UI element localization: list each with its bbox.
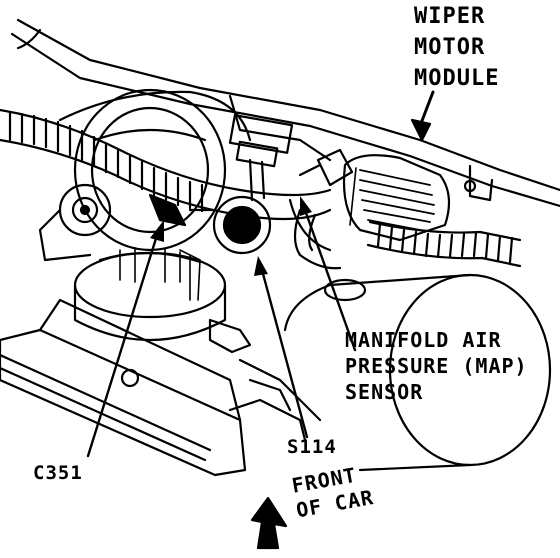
arrow-map (300, 196, 312, 216)
c351-label: C351 (33, 462, 83, 484)
center-connectors (148, 114, 294, 255)
air-cleaner (283, 273, 552, 472)
firewall (58, 90, 332, 162)
wiper-pointer-arrow (410, 90, 435, 142)
wiring-harness-right (293, 208, 522, 270)
front-arrow-icon (250, 496, 288, 550)
wiring-harness-top (0, 108, 332, 221)
arrowheads (150, 196, 312, 276)
leader-map (303, 208, 357, 352)
leader-s114 (260, 268, 309, 439)
leader-lines (86, 208, 357, 458)
map-sensor-body (288, 148, 354, 252)
arrow-c351 (150, 220, 164, 242)
master-cylinder (38, 183, 112, 262)
arrow-s114 (254, 256, 268, 276)
s114-label: S114 (287, 436, 337, 458)
wiper-motor-module-label: WIPER MOTOR MODULE (414, 4, 500, 91)
valve-cover (0, 298, 247, 477)
map-sensor-label: MANIFOLD AIR PRESSURE (MAP) SENSOR (345, 328, 528, 404)
fender-outline (10, 18, 560, 208)
wiper-motor (342, 154, 451, 242)
intake-runners (228, 358, 322, 442)
brake-booster (73, 88, 227, 252)
leader-c351 (86, 230, 160, 458)
intake-manifold (73, 247, 252, 354)
